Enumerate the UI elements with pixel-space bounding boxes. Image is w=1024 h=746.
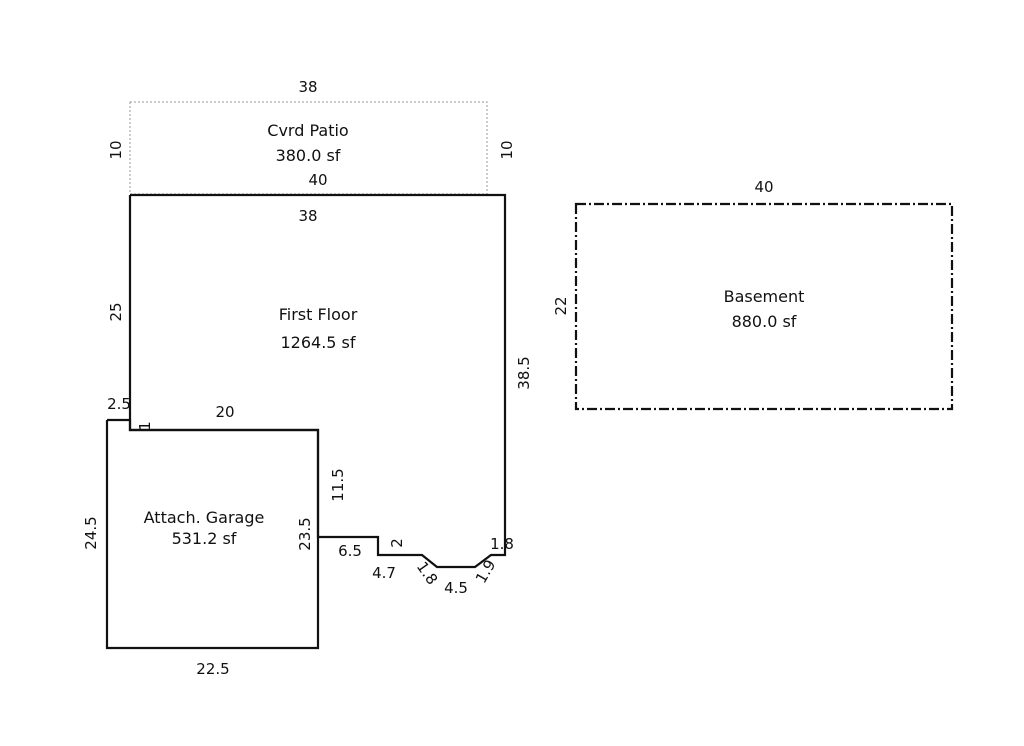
dim-garage-right: 23.5 [296,517,314,550]
garage-name: Attach. Garage [144,508,265,527]
dim-basement-left: 22 [552,296,570,315]
patio-outline [129,101,488,195]
dim-segment-g: 1.8 [490,535,514,553]
dim-segment-e: 4.5 [444,579,468,597]
garage-outline [105,418,320,650]
garage-area: 531.2 sf [172,529,237,548]
dim-step-small: 1 [136,421,154,431]
dim-inner-vertical: 11.5 [329,468,347,501]
dim-segment-a: 6.5 [338,542,362,560]
dim-first-floor-top-outer: 40 [308,171,327,189]
dim-first-floor-left: 25 [107,302,125,321]
first-floor-name: First Floor [279,305,358,324]
dim-patio-left: 10 [107,140,125,159]
patio-area: 380.0 sf [276,146,341,165]
dim-segment-f: 1.9 [472,557,500,587]
dim-step-left: 2.5 [107,395,131,413]
first-floor-area: 1264.5 sf [280,333,355,352]
dim-segment-b: 2 [388,538,406,548]
basement-name: Basement [724,287,805,306]
dim-basement-top: 40 [754,178,773,196]
dim-first-floor-right: 38.5 [515,356,533,389]
dim-garage-top: 20 [215,403,234,421]
dim-garage-left: 24.5 [82,516,100,549]
basement-outline [574,202,954,411]
dim-patio-top: 38 [298,78,317,96]
dim-garage-bottom: 22.5 [196,660,229,678]
dim-first-floor-top-inner: 38 [298,207,317,225]
dim-patio-right: 10 [498,140,516,159]
patio-name: Cvrd Patio [267,121,348,140]
basement-area: 880.0 sf [732,312,797,331]
dim-segment-c: 4.7 [372,564,396,582]
dim-segment-d: 1.8 [413,558,441,588]
